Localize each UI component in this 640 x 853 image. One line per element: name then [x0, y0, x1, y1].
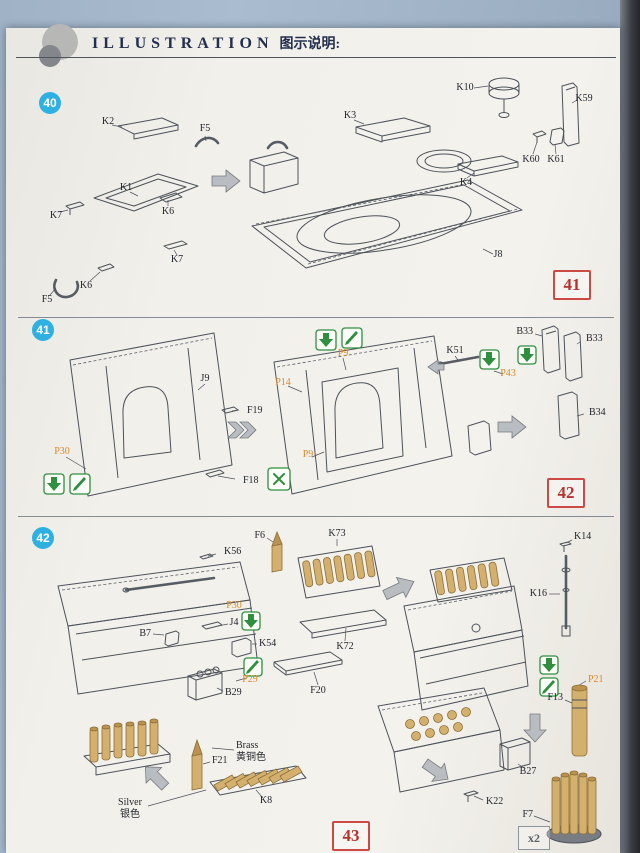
label-silver-zh: 银色	[120, 807, 140, 820]
label-b34: B34	[589, 407, 606, 418]
label-silver-en: Silver	[118, 797, 143, 808]
label-k4: K4	[460, 177, 472, 188]
step-number-41: 41	[32, 319, 54, 341]
page-title: ILLUSTRATION 图示说明:	[92, 33, 340, 53]
label-k7-a: K7	[50, 210, 62, 221]
label-f6: F6	[254, 530, 265, 541]
label-k22: K22	[486, 796, 503, 807]
instruction-page: ILLUSTRATION 图示说明:	[6, 24, 620, 853]
title-illustration: ILLUSTRATION	[92, 35, 274, 52]
section-divider-2	[18, 516, 614, 517]
label-k16: K16	[530, 588, 547, 599]
label-f7: F7	[522, 809, 533, 820]
label-b33-left: B33	[516, 326, 533, 337]
label-p9-top: P9	[338, 348, 349, 359]
label-f5-bottom: F5	[42, 294, 53, 305]
label-f21: F21	[212, 755, 228, 766]
label-j4: J4	[230, 617, 239, 628]
label-p9-bottom: P9	[303, 449, 314, 460]
label-k60: K60	[522, 154, 539, 165]
label-b29: B29	[225, 687, 242, 698]
label-k61: K61	[547, 154, 564, 165]
label-p14: P14	[275, 377, 291, 388]
label-k6-a: K6	[162, 206, 174, 217]
label-brass-en: Brass	[236, 740, 258, 751]
label-p43: P43	[500, 368, 516, 379]
assembly-diagrams: K2 F5 K1 K6 K7 K7 K6 F5 K3 K10 K59 K60 K…	[42, 77, 606, 844]
label-f20: F20	[310, 685, 326, 696]
label-b7: B7	[139, 628, 151, 639]
label-f18: F18	[243, 475, 259, 486]
label-k59: K59	[575, 93, 592, 104]
label-j8: J8	[494, 249, 503, 260]
next-step-41-badge: 41	[553, 270, 591, 300]
part-labels: K2 F5 K1 K6 K7 K7 K6 F5 K3 K10 K59 K60 K…	[42, 82, 606, 820]
label-k2: K2	[102, 116, 114, 127]
title-chinese: 图示说明:	[279, 37, 341, 52]
step-41-diagram	[43, 325, 585, 497]
label-p30-b: P30	[226, 600, 242, 611]
label-k54: K54	[259, 638, 276, 649]
quantity-x2-badge: x2	[518, 826, 550, 850]
label-k8: K8	[260, 795, 272, 806]
label-f13: F13	[547, 692, 563, 703]
label-j9: J9	[201, 373, 210, 384]
section-divider-1	[18, 317, 614, 318]
book-edge	[620, 0, 640, 853]
label-k7-b: K7	[171, 254, 183, 265]
label-p30: P30	[54, 446, 70, 457]
header-rule	[16, 57, 616, 58]
label-p21: P21	[588, 674, 604, 685]
label-k10: K10	[456, 82, 473, 93]
logo-circle-small	[39, 45, 61, 67]
label-k1: K1	[120, 182, 132, 193]
next-step-43-badge: 43	[332, 821, 370, 851]
step-number-40: 40	[39, 92, 61, 114]
label-p29: P29	[242, 674, 258, 685]
label-b33-right: B33	[586, 333, 603, 344]
label-b27: B27	[520, 766, 537, 777]
label-brass-zh: 黄铜色	[236, 750, 266, 763]
label-k56: K56	[224, 546, 241, 557]
label-f5-top: F5	[200, 123, 211, 134]
label-k3: K3	[344, 110, 356, 121]
label-f19: F19	[247, 405, 263, 416]
step-number-42: 42	[32, 527, 54, 549]
step-40-diagram	[49, 77, 580, 299]
label-k6-b: K6	[80, 280, 92, 291]
step-42-diagram	[57, 530, 602, 844]
label-k72: K72	[336, 641, 353, 652]
label-k51: K51	[446, 345, 463, 356]
next-step-42-badge: 42	[547, 478, 585, 508]
label-k73: K73	[328, 528, 345, 539]
label-k14: K14	[574, 531, 591, 542]
